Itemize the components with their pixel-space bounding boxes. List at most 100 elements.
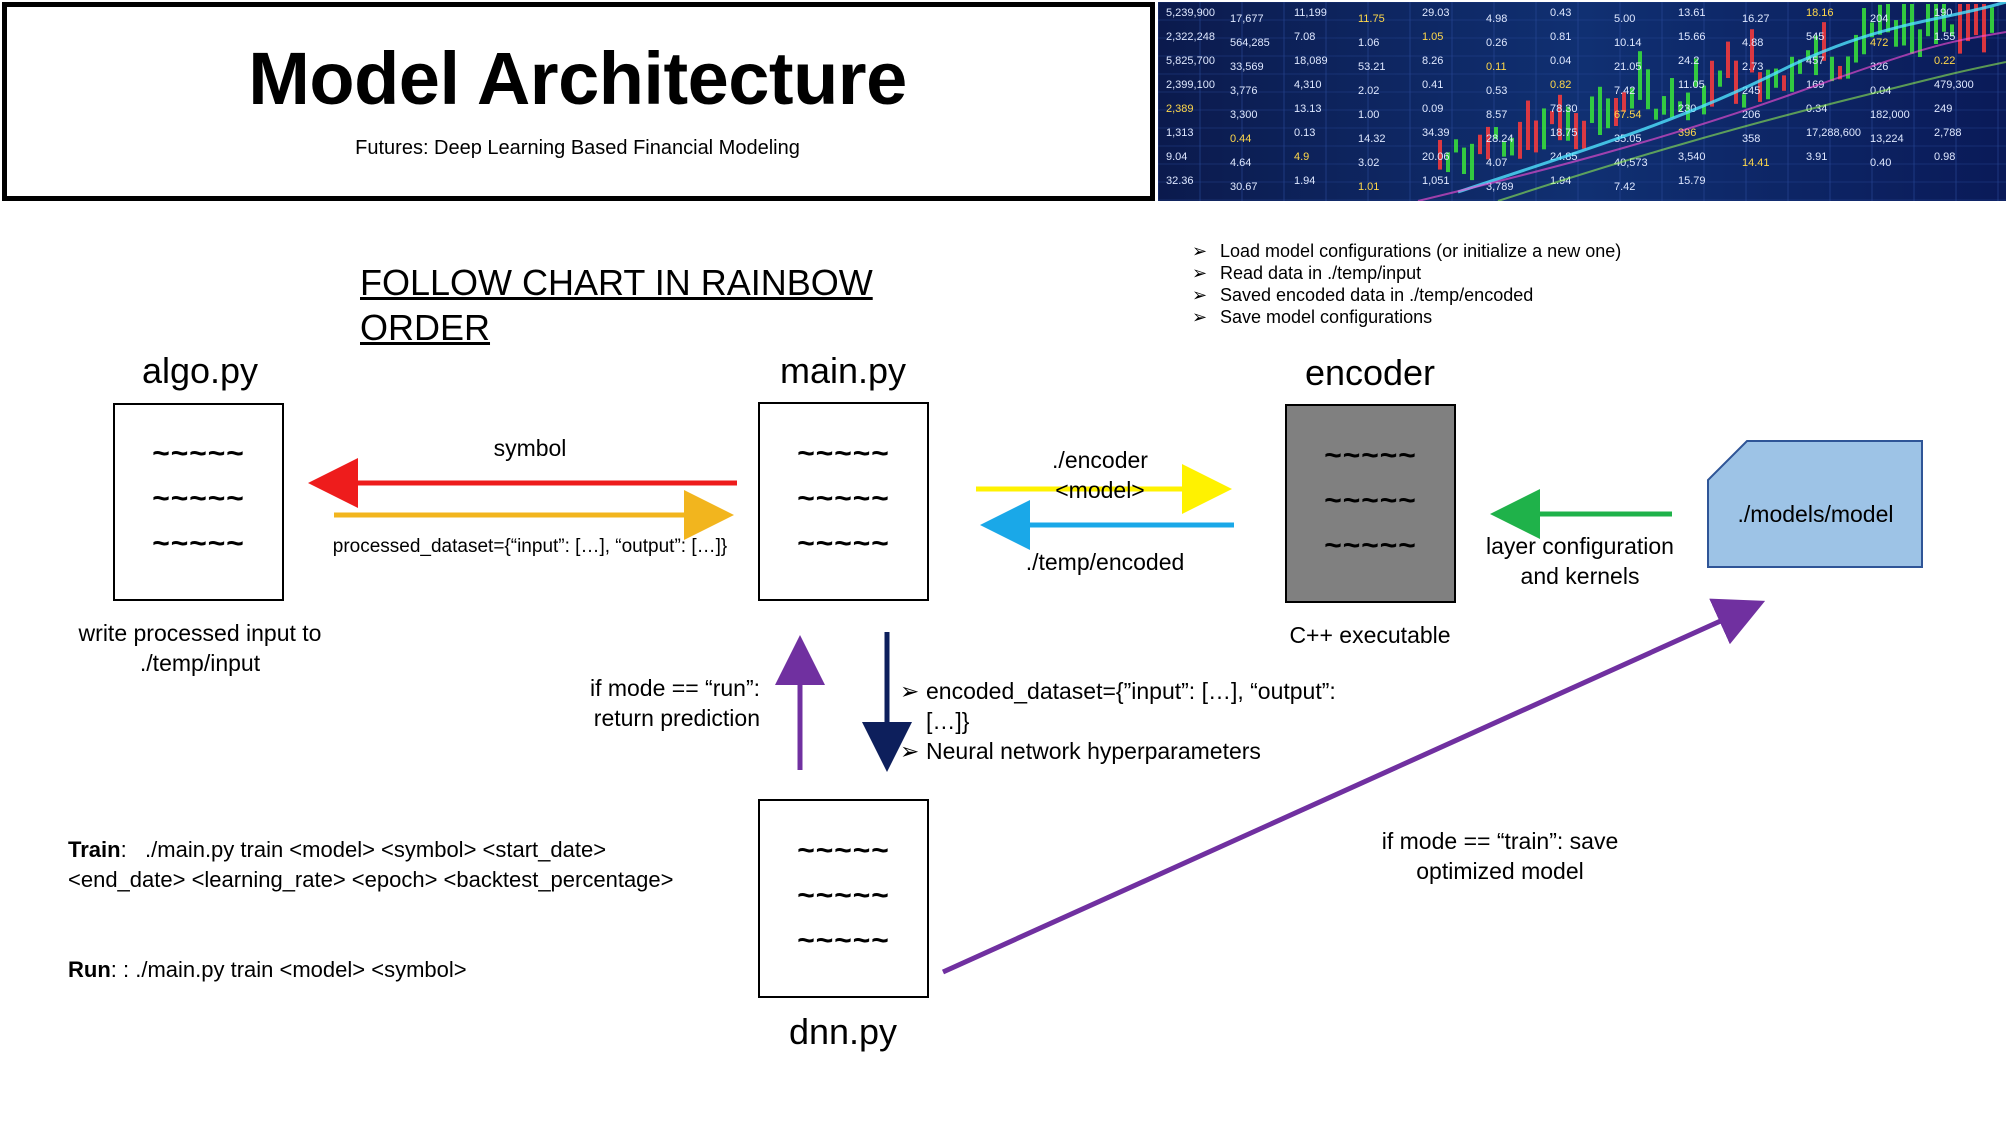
ticker-number: 0.22 [1934,55,1955,67]
ticker-candle [1470,143,1474,181]
usage-train: Train: ./main.py train <model> <symbol> … [68,837,674,892]
usage-run-key: Run [68,957,111,982]
ticker-number: 17,677 [1230,13,1264,25]
ticker-number: 13,224 [1870,133,1904,145]
ticker-candle [1526,100,1530,150]
ticker-candle [1966,4,1970,42]
ticker-number: 32.36 [1166,175,1194,187]
ticker-number: 3,776 [1230,85,1258,97]
ticker-number: 53.21 [1358,61,1386,73]
encoder-note-1: ➢Load model configurations (or initializ… [1192,241,1622,261]
ticker-candle [1502,141,1506,157]
ticker-number: 29.03 [1422,7,1450,19]
algo-file-box: ~~~~~ ~~~~~ ~~~~~ [113,403,284,601]
ticker-number: 1,313 [1166,127,1194,139]
ticker-number: 2,322,248 [1166,31,1215,43]
dnn-file-box: ~~~~~ ~~~~~ ~~~~~ [758,799,929,998]
ticker-number: 30.67 [1230,181,1258,193]
encoder-line-2: ~~~~~ [1324,484,1417,517]
ticker-candle [1982,4,1986,53]
ticker-candle [1974,4,1978,36]
ticker-number: 545 [1806,31,1824,43]
ticker-candle [1878,4,1882,35]
ticker-number: 1.94 [1294,175,1315,187]
ticker-number: 0.40 [1870,157,1891,169]
ticker-candle [1950,24,1954,37]
ticker-candle [1446,152,1450,173]
ticker-number: 1.05 [1422,31,1443,43]
follow-chart-note: FOLLOW CHART IN RAINBOW ORDER [360,262,873,348]
ticker-candle [1990,7,1994,33]
ticker-number: 0.43 [1550,7,1571,19]
ticker-number: 0.81 [1550,31,1571,43]
ticker-candle [1518,121,1522,159]
bullet-arrow-icon: ➢ [1192,307,1208,327]
bullet-arrow-icon: ➢ [1192,241,1208,261]
header-box [2,2,1155,201]
ticker-number: 4.07 [1486,157,1507,169]
ticker-candle [1598,86,1602,136]
ticker-number: 0.11 [1486,61,1507,73]
ticker-number: 2,788 [1934,127,1962,139]
ticker-number: 18.75 [1550,127,1578,139]
ticker-number: 4,310 [1294,79,1322,91]
encoder-label: encoder [1304,352,1436,393]
ticker-number: 479,300 [1934,79,1974,91]
ticker-number: 206 [1742,109,1760,121]
bullet-arrow-icon: ➢ [900,678,920,704]
ticker-number: 0.41 [1422,79,1443,91]
ticker-number: 20.06 [1422,151,1450,163]
page-title: Model Architecture [248,37,907,120]
main-line-3: ~~~~~ [797,527,890,560]
ticker-number: 1.01 [1358,181,1379,193]
ticker-candle [1790,56,1794,92]
edge-label-layer-config: layer configuration and kernels [1486,533,1674,589]
ticker-candle [1630,87,1634,109]
bullet-arrow-icon: ➢ [1192,285,1208,305]
ticker-number: 204 [1870,13,1888,25]
ticker-number: 18,089 [1294,55,1328,67]
ticker-candle [1510,137,1514,156]
ticker-candle [1558,94,1562,141]
ticker-number: 13.13 [1294,103,1322,115]
ticker-candle [1742,94,1746,108]
ticker-number: 28.24 [1486,133,1514,145]
ticker-number: 21.05 [1614,61,1642,73]
ticker-candle [1726,41,1730,79]
ticker-number: 14.41 [1742,157,1770,169]
ticker-candle [1702,85,1706,115]
ticker-candle [1798,59,1802,74]
ticker-number: 358 [1742,133,1760,145]
ticker-number: 24.2 [1678,55,1699,67]
encoder-box: ~~~~~ ~~~~~ ~~~~~ [1285,404,1456,603]
ticker-number: 3.02 [1358,157,1379,169]
ticker-number: 15.66 [1678,31,1706,43]
usage-train-key: Train [68,837,121,862]
algo-line-3: ~~~~~ [152,527,245,560]
ticker-number: 249 [1934,103,1952,115]
ticker-number: 326 [1870,61,1888,73]
bullet-arrow-icon: ➢ [1192,263,1208,283]
encoder-caption: C++ executable [1289,622,1451,648]
ticker-number: 13.61 [1678,7,1706,19]
ticker-candle [1774,68,1778,88]
ticker-candle [1614,97,1618,127]
ticker-number: 1,051 [1422,175,1450,187]
ticker-candle [1758,72,1762,102]
ticker-number: 78.30 [1550,103,1578,115]
ticker-number: 2.02 [1358,85,1379,97]
ticker-number: 18.16 [1806,7,1834,19]
edge-label-symbol: symbol [493,435,567,461]
ticker-number: 4.98 [1486,13,1507,25]
ticker-number: 2.73 [1742,61,1763,73]
ticker-number: 67.54 [1614,109,1642,121]
ticker-candle [1494,127,1498,140]
ticker-candle [1622,92,1626,112]
ticker-number: 10.14 [1614,37,1642,49]
ticker-candle [1670,78,1674,118]
ticker-number: 16.27 [1742,13,1770,25]
ticker-candle [1870,22,1874,38]
ticker-number: 7.42 [1614,85,1635,97]
ticker-number: 0.04 [1550,55,1571,67]
ticker-candle [1862,8,1866,55]
